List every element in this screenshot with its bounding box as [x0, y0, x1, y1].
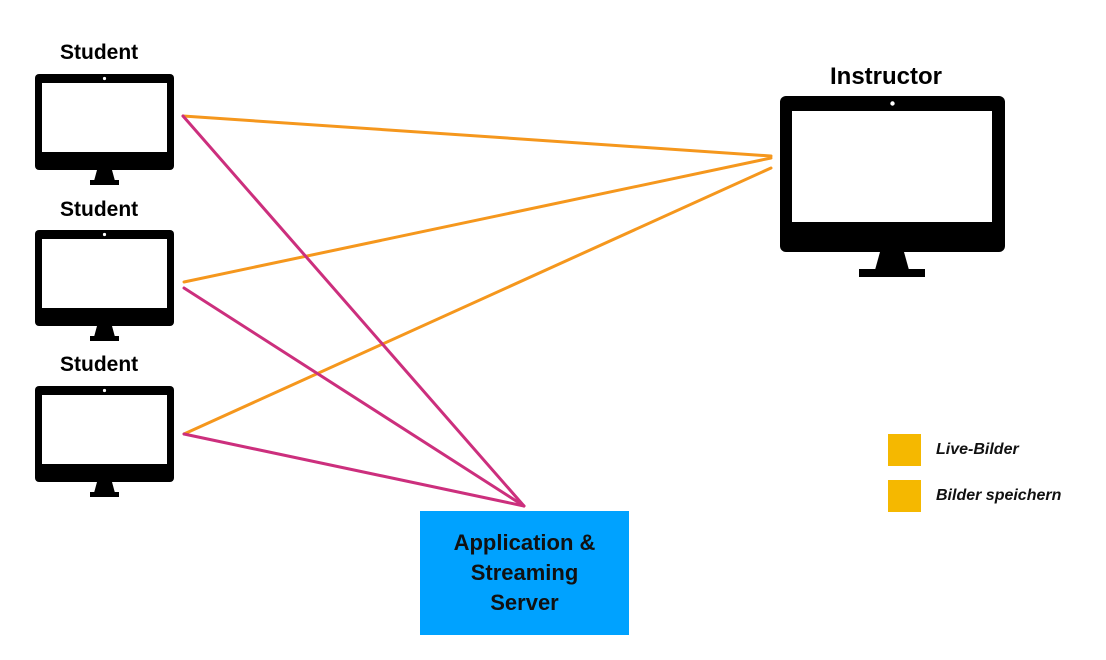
student-monitor-1: [35, 74, 174, 185]
monitor-icon: [780, 96, 1005, 277]
monitor-icon: [35, 74, 174, 185]
monitor-icon: [35, 230, 174, 341]
student-monitor-3: [35, 386, 174, 497]
server-label-line-1: Application &: [453, 530, 596, 555]
instructor-links: [181, 114, 773, 436]
server-label-line-2: Streaming: [470, 560, 579, 585]
legend-label-bilder-speichern: Bilder speichern: [936, 487, 1062, 504]
legend-swatch-bilder-speichern: [888, 480, 921, 512]
server-links: [181, 114, 526, 508]
legend-swatch-live-bilder: [888, 434, 921, 466]
link-student-3-server: [182, 432, 526, 508]
instructor-label: Instructor: [830, 63, 943, 90]
legend-item-bilder-speichern: Bilder speichern: [888, 480, 1061, 512]
link-student-3-instructor: [182, 166, 773, 436]
student-monitor-2: [35, 230, 174, 341]
link-student-2-instructor: [182, 156, 773, 284]
link-student-2-server: [182, 286, 526, 508]
student-label-3: Student: [60, 353, 139, 376]
legend-item-live-bilder: Live-Bilder: [888, 434, 1019, 466]
instructor-monitor: [780, 96, 1005, 277]
application-streaming-server: Application & Streaming Server: [420, 511, 629, 635]
link-student-1-instructor: [181, 114, 773, 158]
server-label-line-3: Server: [490, 590, 559, 615]
student-label-2: Student: [60, 198, 139, 221]
monitor-icon: [35, 386, 174, 497]
student-label-1: Student: [60, 41, 139, 64]
legend-label-live-bilder: Live-Bilder: [936, 441, 1019, 458]
server-box-background: [420, 511, 629, 635]
link-student-1-server: [181, 114, 526, 508]
